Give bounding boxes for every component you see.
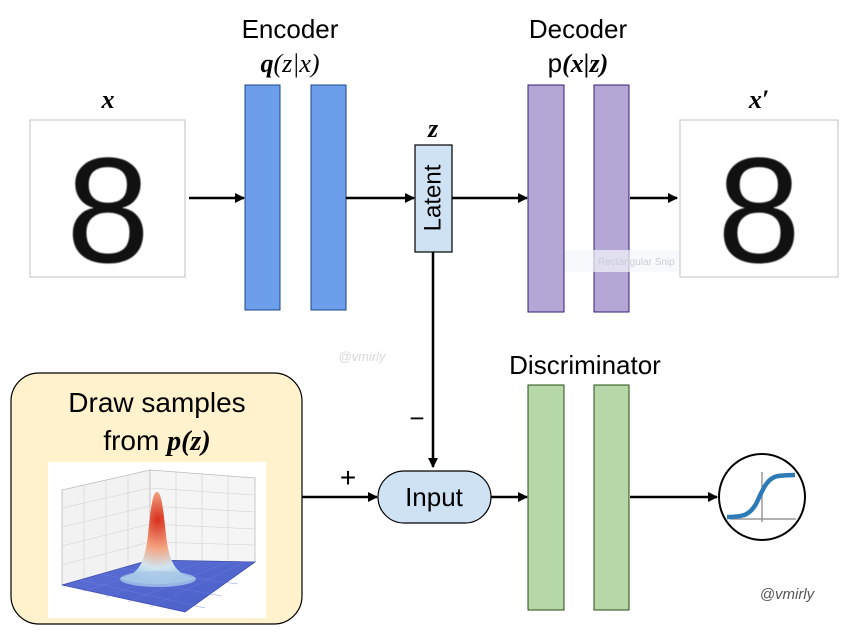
encoder-title: Encoder [242,14,339,44]
prior-panel-formula: p(z) [165,426,211,457]
output-digit-image: 8 [717,126,800,294]
sigmoid-output-icon [718,453,806,541]
gaussian-surface-plot [48,462,266,618]
plus-sign: + [340,462,356,493]
decoder-formula: p(x|z) [548,48,609,78]
snip-ghost-label: Rectangular Snip [598,257,675,268]
input-image-frame [29,119,186,278]
latent-symbol: z [427,114,439,143]
input-node-label: Input [405,482,464,512]
watermark-main: @vmirly [760,586,816,603]
encoder-formula-q: q [260,49,273,78]
watermark-faint: @vmirly [338,349,387,364]
decoder-formula-p: p [548,48,562,78]
input-digit-image: 8 [66,126,149,294]
discriminator-title: Discriminator [509,350,661,380]
output-image-frame [679,119,839,278]
decoder-formula-rest: (x|z) [562,49,608,78]
input-image-label: x [101,85,115,114]
decoder-layer-2 [593,84,630,313]
prior-panel-line2: from p(z) [103,425,210,457]
encoder-layer-2 [310,84,347,311]
minus-sign: − [409,403,424,433]
decoder-title: Decoder [529,14,628,44]
prior-panel-line1: Draw samples [68,387,245,418]
latent-box [414,144,453,253]
latent-label: Latent [419,164,446,231]
encoder-formula-rest: (z|x) [273,49,319,78]
encoder-layer-1 [244,84,281,311]
decoder-layer-1 [527,84,565,313]
discriminator-layer-1 [527,384,565,611]
encoder-formula: q(z|x) [260,49,319,78]
discriminator-layer-2 [593,384,630,611]
output-image-label: x′ [748,85,769,114]
prior-panel-line2-prefix: from [103,425,167,456]
